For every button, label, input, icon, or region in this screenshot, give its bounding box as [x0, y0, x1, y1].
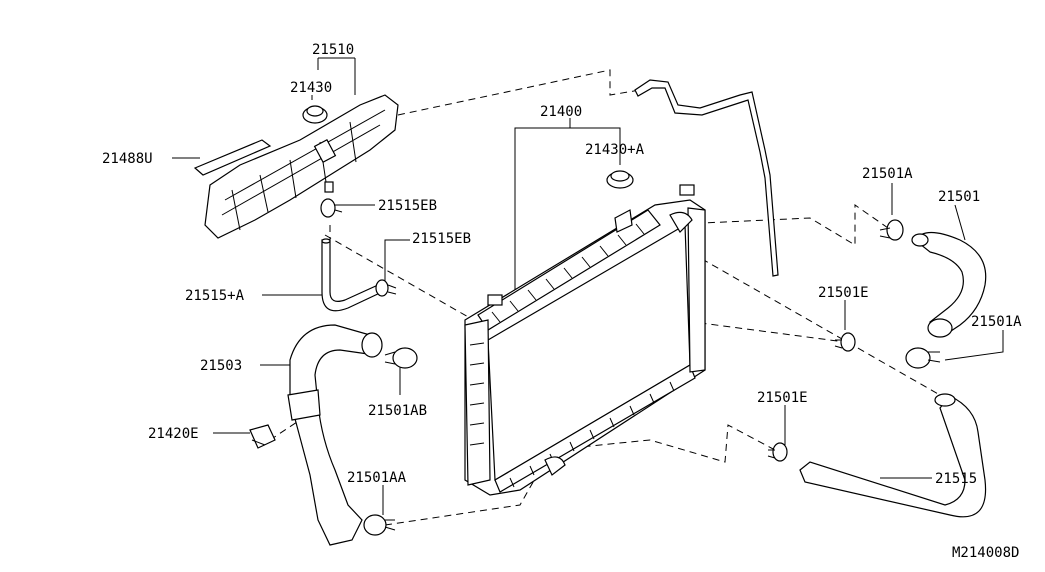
label-21515EB-upper: 21515EB — [378, 198, 437, 214]
label-21501AA: 21501AA — [347, 470, 407, 486]
diagram-code: M214008D — [952, 545, 1019, 561]
label-21501E-bottom: 21501E — [757, 390, 808, 406]
label-21501A-right: 21501A — [971, 314, 1022, 330]
clamp-21501AA — [363, 514, 396, 536]
seal-strip-21488U — [193, 139, 272, 176]
label-21515A: 21515+A — [185, 288, 245, 304]
leader-lines — [172, 57, 1004, 515]
clamp-21515EB-middle — [375, 279, 397, 297]
reservoir-pipe — [634, 79, 779, 277]
label-21430: 21430 — [290, 80, 332, 96]
label-21501A-top: 21501A — [862, 166, 913, 182]
label-21501: 21501 — [938, 189, 980, 205]
label-21501AB: 21501AB — [368, 403, 427, 419]
label-21488U: 21488U — [102, 151, 153, 167]
upper-hose-21501 — [911, 231, 987, 338]
clamp-21501A-right — [905, 347, 941, 369]
clamp-21501E-bottom — [767, 442, 788, 462]
upper-radiator-tank-21510 — [204, 94, 399, 239]
clamp-21501A-top — [879, 219, 904, 241]
label-21515: 21515 — [935, 471, 977, 487]
label-21510: 21510 — [312, 42, 354, 58]
radiator-21400 — [464, 184, 706, 496]
clamp-21501E-right — [834, 332, 856, 352]
clamp-21501AB — [384, 347, 418, 369]
label-21430A: 21430+A — [585, 142, 645, 158]
label-21503: 21503 — [200, 358, 242, 374]
part-labels: 21510 21430 21488U 21515EB 21515EB 21515… — [102, 42, 1022, 561]
radiator-cap-21430A — [606, 170, 634, 189]
label-21501E-right: 21501E — [818, 285, 869, 301]
label-21420E: 21420E — [148, 426, 199, 442]
label-21400: 21400 — [540, 104, 582, 120]
lower-hose-21503 — [287, 324, 383, 546]
overflow-hose-21515A — [321, 238, 383, 312]
lower-hose-21515 — [799, 393, 987, 518]
clip-21420E — [249, 424, 276, 449]
radiator-cap-21430 — [302, 105, 328, 124]
clamp-21515EB-upper — [320, 198, 343, 218]
label-21515EB-middle: 21515EB — [412, 231, 471, 247]
